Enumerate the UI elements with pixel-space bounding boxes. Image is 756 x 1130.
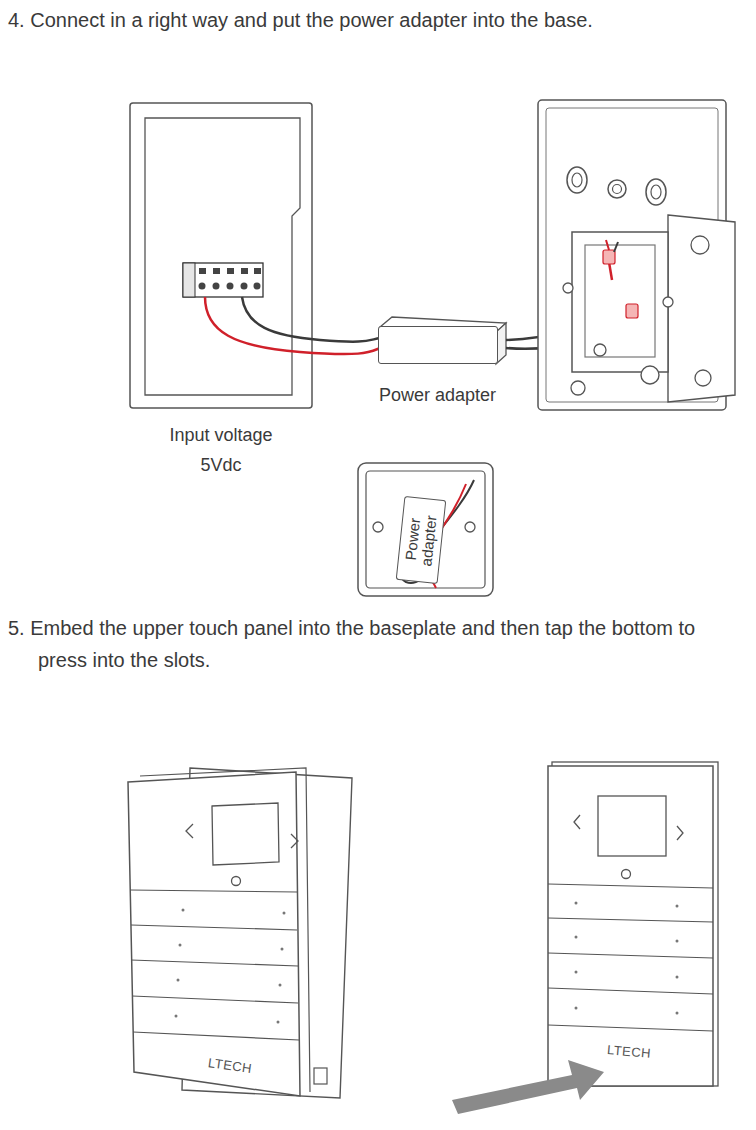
key-dot	[676, 1012, 679, 1015]
screw	[663, 297, 673, 307]
wall-box-inner	[585, 245, 655, 357]
wire-nut	[603, 250, 615, 264]
key-dot	[676, 940, 679, 943]
terminal-hole	[254, 283, 261, 290]
screw	[465, 522, 475, 532]
mount-hole	[651, 185, 661, 199]
mount-hole	[646, 179, 666, 205]
key-dot	[182, 909, 185, 912]
key-dot	[283, 912, 286, 915]
key-dot	[179, 944, 182, 947]
panel-back	[130, 103, 312, 408]
left-chevron	[574, 815, 580, 829]
mount-hole	[613, 185, 622, 194]
terminal-hole	[199, 283, 206, 290]
touch-panel	[128, 772, 300, 1096]
key-dot	[676, 976, 679, 979]
key-dot	[575, 971, 578, 974]
left-chevron	[186, 824, 193, 838]
push-arrow	[452, 1060, 604, 1114]
step-heading: 5. Embed the upper touch panel into the …	[8, 612, 748, 676]
voltage-note: Input voltage 5Vdc	[156, 420, 286, 480]
inset-box	[366, 471, 485, 588]
terminal-hole	[241, 283, 248, 290]
terminal-slot	[213, 268, 220, 274]
power-adapter: Power adapter	[378, 326, 498, 364]
power-icon	[232, 877, 241, 886]
screen	[598, 796, 666, 856]
key-dots	[575, 902, 679, 1015]
terminal-slot	[199, 268, 206, 274]
key-dot	[279, 984, 282, 987]
screw	[594, 344, 606, 356]
terminal-slot	[227, 268, 234, 274]
panel-lip	[145, 118, 300, 395]
key-divider	[133, 1032, 299, 1040]
key-divider	[548, 884, 713, 888]
black-wire	[614, 242, 618, 252]
key-divider	[130, 890, 297, 892]
wall-box-opening	[572, 232, 668, 372]
screen	[212, 803, 279, 865]
key-dividers	[548, 884, 713, 1031]
right-chevron	[291, 834, 298, 848]
wire-nut	[626, 304, 638, 318]
part-label: Power adapter	[379, 385, 496, 406]
terminal-slot	[254, 268, 261, 274]
key-dot	[281, 948, 284, 951]
key-dot	[277, 1021, 280, 1024]
red-wire	[205, 297, 380, 354]
key-divider	[131, 925, 297, 930]
terminal-block	[183, 263, 263, 297]
key-dot	[575, 1007, 578, 1010]
key-dot	[177, 979, 180, 982]
touch-panel	[548, 766, 713, 1086]
power-adapter: Power adapter	[396, 496, 447, 584]
wall-box	[668, 215, 735, 402]
key-divider	[548, 918, 713, 922]
wall-box-ring	[691, 236, 709, 254]
key-divider	[548, 988, 713, 994]
step-heading: 4. Connect in a right way and put the po…	[8, 6, 748, 34]
key-dot	[676, 905, 679, 908]
power-icon	[622, 870, 631, 879]
key-dot	[175, 1015, 178, 1018]
terminal-hole	[227, 283, 234, 290]
mount-hole	[567, 167, 587, 193]
key-divider	[548, 953, 713, 958]
wall-box-ring	[695, 370, 711, 386]
terminal-slot	[241, 268, 248, 274]
terminal-hole	[213, 283, 220, 290]
terminal-screws	[199, 268, 262, 290]
key-dot	[575, 902, 578, 905]
key-dot	[575, 936, 578, 939]
key-divider	[131, 960, 298, 966]
key-divider	[548, 1025, 713, 1031]
part-text: Power adapter	[401, 503, 440, 576]
screw	[373, 522, 383, 532]
mount-hole	[608, 180, 626, 198]
inset-frame	[358, 463, 493, 596]
mount-hole	[641, 366, 659, 384]
black-wire	[242, 297, 380, 342]
slot	[314, 1068, 327, 1084]
red-wire	[606, 240, 609, 250]
mount-hole	[571, 381, 585, 395]
screw	[563, 283, 573, 293]
key-dots	[175, 909, 286, 1024]
key-divider	[132, 996, 298, 1003]
terminal-side	[183, 263, 195, 297]
right-chevron	[677, 826, 683, 840]
red-wire	[609, 262, 612, 280]
mount-hole	[572, 173, 582, 187]
key-dividers	[130, 890, 299, 1040]
